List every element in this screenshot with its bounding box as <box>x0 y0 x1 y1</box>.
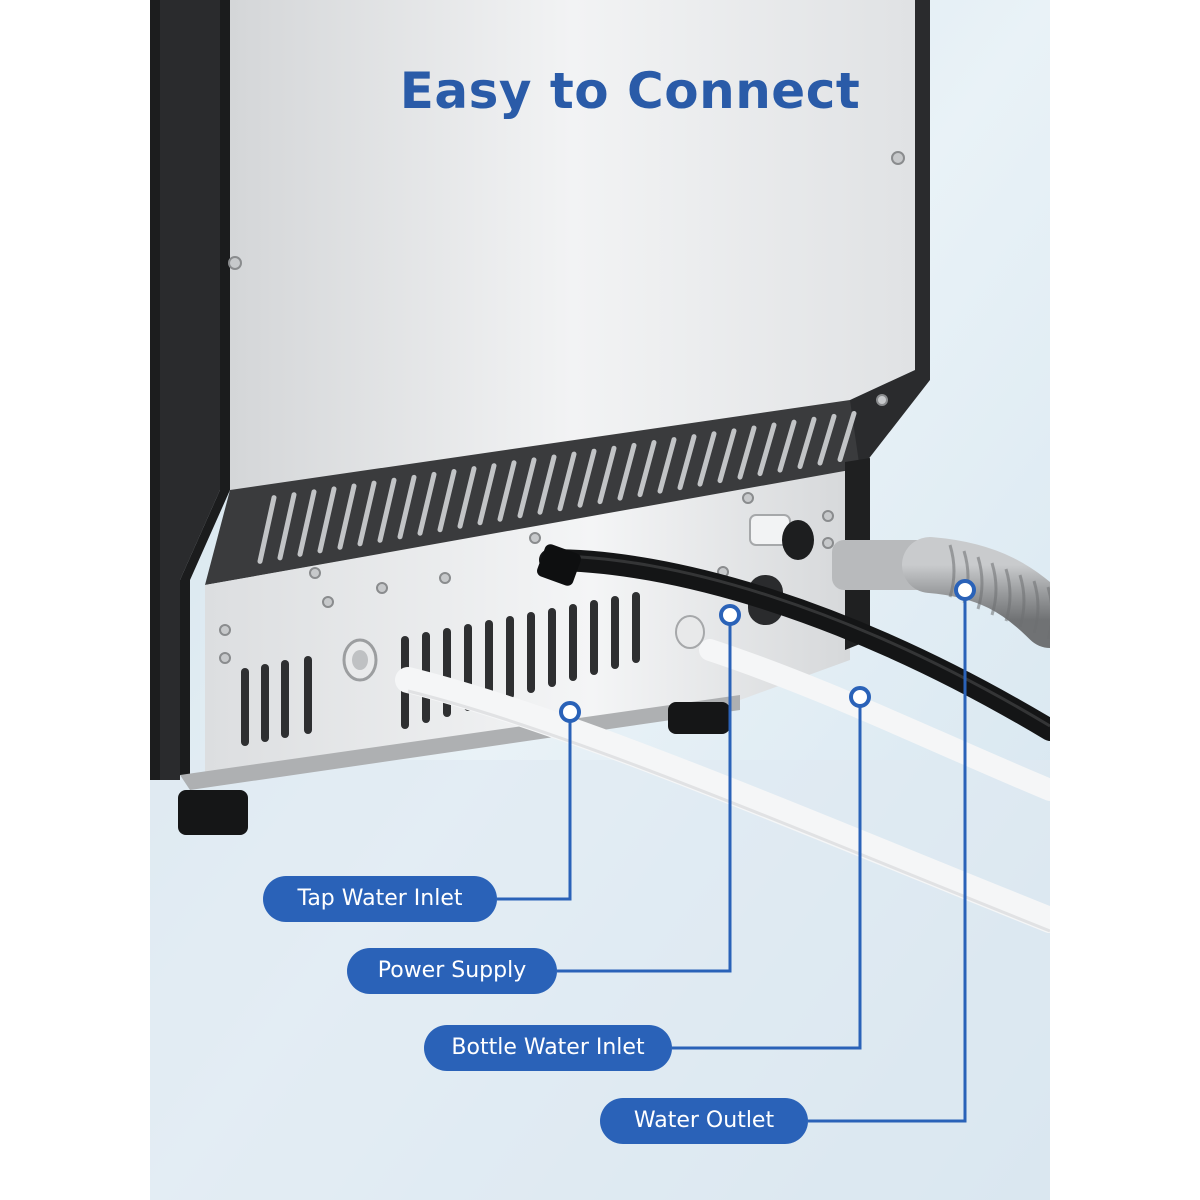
label-power-supply: Power Supply <box>347 948 557 994</box>
screw-icon <box>891 151 905 165</box>
water-outlet-hose <box>902 537 1050 648</box>
vent-left <box>241 656 312 746</box>
appliance-illustration <box>150 0 1050 1200</box>
cabinet-side <box>150 0 220 780</box>
callout-lines <box>497 590 967 1123</box>
label-bottle-water-inlet: Bottle Water Inlet <box>424 1025 672 1071</box>
label-water-outlet: Water Outlet <box>600 1098 808 1144</box>
foot <box>178 790 248 835</box>
foot <box>668 702 730 734</box>
tap-water-tube <box>395 667 1050 933</box>
power-cord <box>539 549 1050 741</box>
callout-dots <box>559 579 976 723</box>
vent-strip <box>205 400 860 585</box>
product-photo <box>150 0 1050 1200</box>
label-tap-water-inlet: Tap Water Inlet <box>263 876 497 922</box>
bottle-water-tube <box>699 639 1050 801</box>
outlet-fitting <box>749 514 814 560</box>
screw-icon <box>876 394 888 406</box>
tap-inlet-fitting <box>342 638 378 682</box>
screw-icon <box>228 256 242 270</box>
page-title: Easy to Connect <box>399 62 861 120</box>
upper-panel <box>230 0 915 490</box>
